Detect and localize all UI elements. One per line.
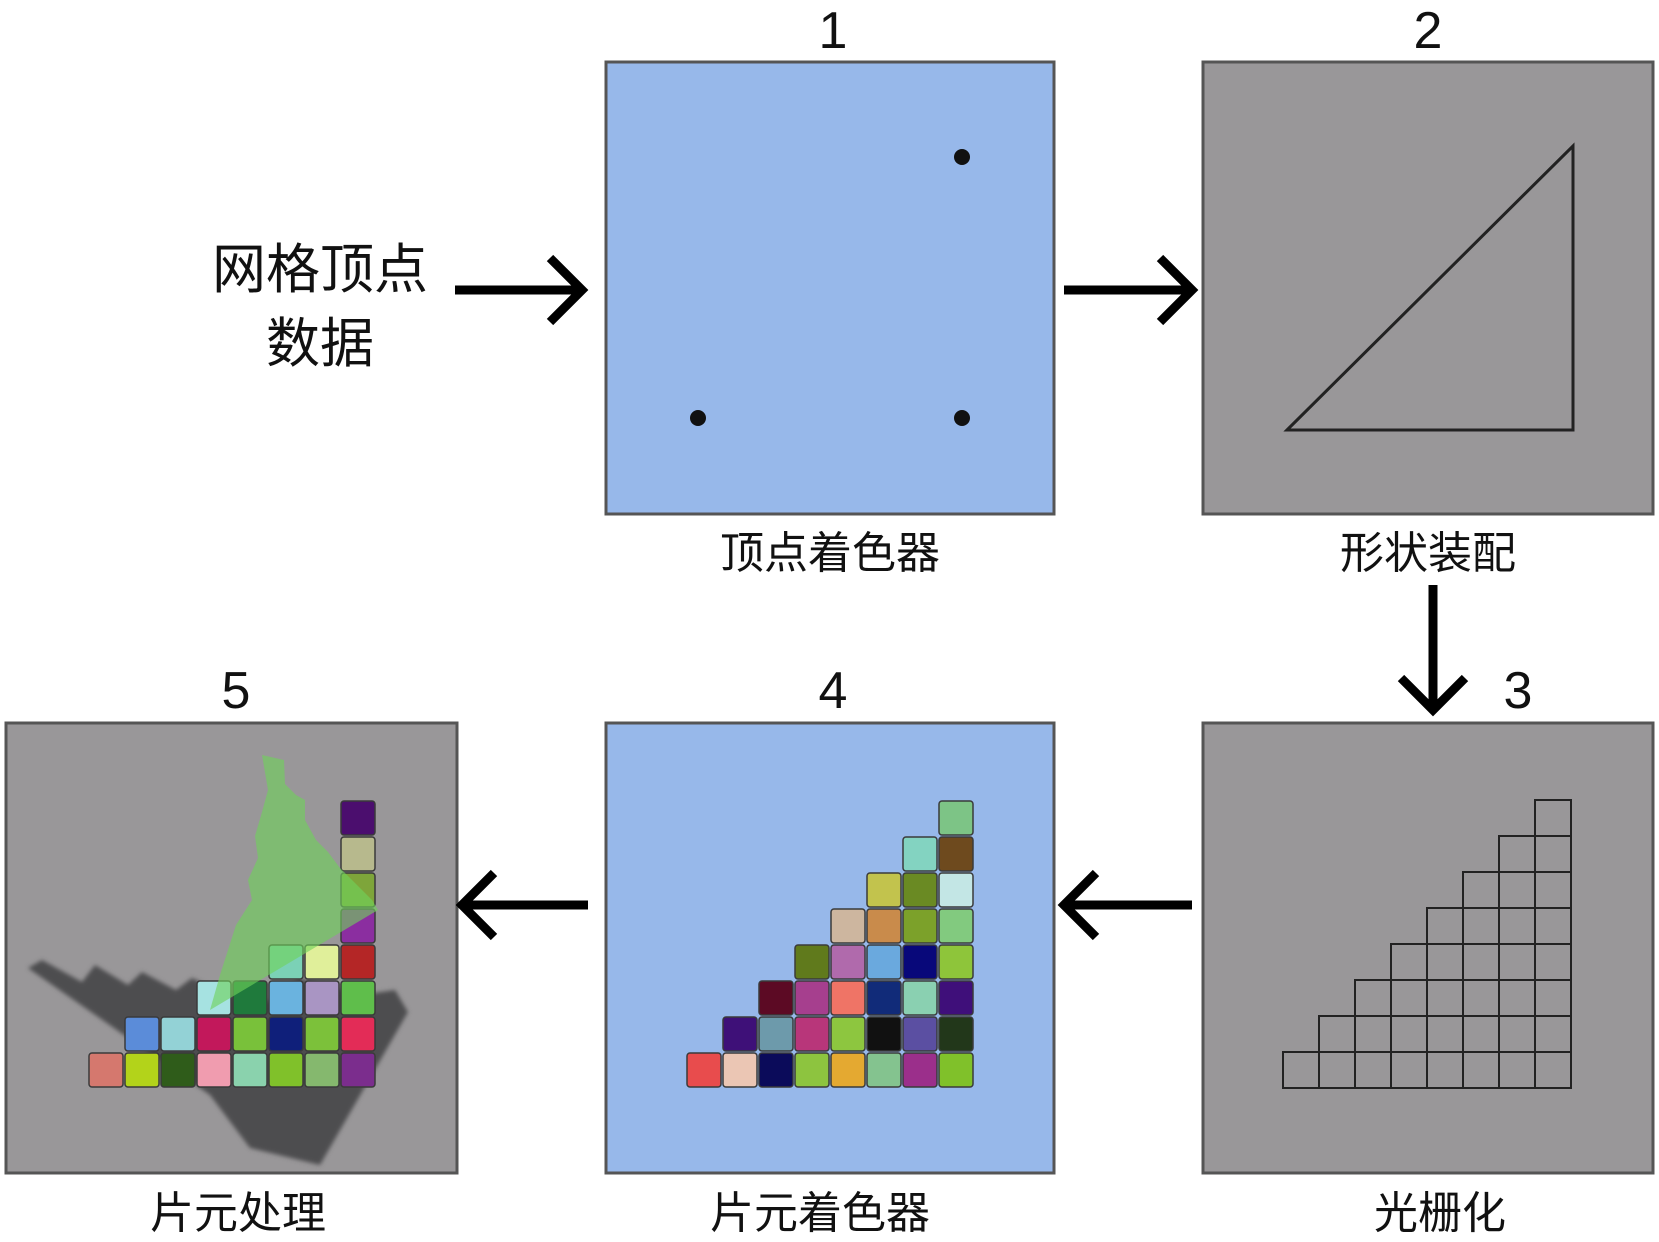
stage-caption-3: 光栅化	[1374, 1188, 1506, 1239]
fragment-cell	[866, 872, 902, 908]
fragment-cell	[758, 1016, 794, 1052]
vertex-point	[954, 410, 970, 426]
processed-cell	[340, 1052, 376, 1088]
fragment-shader-panel	[604, 721, 1056, 1175]
stage-caption-1: 顶点着色器	[720, 528, 940, 579]
processed-cell	[268, 1052, 304, 1088]
fragment-cell	[866, 908, 902, 944]
vertex-point	[690, 410, 706, 426]
fragment-cell	[866, 1052, 902, 1088]
processed-cell	[304, 1016, 340, 1052]
processed-cell	[124, 1016, 160, 1052]
fragment-cell	[902, 980, 938, 1016]
fragment-cell	[938, 836, 974, 872]
arrow-stage4-to-stage5	[455, 869, 588, 941]
stage-caption-4: 片元着色器	[710, 1188, 930, 1239]
processed-cell	[340, 1016, 376, 1052]
fragment-cell	[794, 1016, 830, 1052]
fragment-cell	[902, 1052, 938, 1088]
fragment-cell	[866, 980, 902, 1016]
fragment-cell	[830, 908, 866, 944]
shape-assembly-panel	[1201, 60, 1655, 516]
processed-cell	[160, 1016, 196, 1052]
fragment-cell	[794, 1052, 830, 1088]
panel-background	[604, 60, 1056, 516]
fragment-cell	[938, 800, 974, 836]
processed-cell	[232, 1052, 268, 1088]
fragment-cell	[758, 980, 794, 1016]
assembled-triangle	[1283, 142, 1575, 432]
fragment-cell	[830, 980, 866, 1016]
arrow-stage1-to-stage2	[1064, 254, 1199, 326]
fragment-cell	[902, 944, 938, 980]
arrow-stage3-to-stage4	[1057, 869, 1192, 941]
panel-background	[604, 721, 1056, 1175]
fragment-cell	[830, 1052, 866, 1088]
fragment-cell	[902, 872, 938, 908]
input-label-line2: 数据	[266, 312, 374, 375]
processed-cell	[340, 800, 376, 836]
processed-cell	[196, 1016, 232, 1052]
fragment-cell	[938, 908, 974, 944]
processed-cell	[88, 1052, 124, 1088]
raster-grid	[1282, 799, 1572, 1089]
fragment-cell	[722, 1052, 758, 1088]
processed-cell	[268, 1016, 304, 1052]
stage-caption-2: 形状装配	[1340, 528, 1516, 579]
processed-cell	[160, 1052, 196, 1088]
arrow-input-to-stage1	[455, 254, 589, 326]
rasterization-panel	[1201, 721, 1655, 1175]
processed-cell	[304, 1052, 340, 1088]
processed-cell	[340, 980, 376, 1016]
processed-cell	[232, 1016, 268, 1052]
fragment-cell	[794, 980, 830, 1016]
processed-cell	[196, 1052, 232, 1088]
stage-number-5: 5	[222, 662, 251, 720]
fragment-cell	[902, 1016, 938, 1052]
fragment-cell	[902, 908, 938, 944]
processed-cell	[268, 980, 304, 1016]
fragment-cell	[938, 980, 974, 1016]
fragment-cell	[758, 1052, 794, 1088]
vertex-shader-panel	[604, 60, 1056, 516]
arrow-stage2-to-stage3	[1397, 585, 1469, 717]
fragment-processing-panel	[4, 721, 459, 1175]
fragment-cell	[938, 1052, 974, 1088]
input-label-line1: 网格顶点	[212, 238, 428, 301]
stage-number-1: 1	[819, 2, 848, 60]
fragment-cell	[866, 944, 902, 980]
fragment-cell	[686, 1052, 722, 1088]
processed-cell	[340, 944, 376, 980]
shaded-fragments	[686, 800, 974, 1088]
fragment-cell	[938, 872, 974, 908]
fragment-cell	[830, 944, 866, 980]
fragment-cell	[902, 836, 938, 872]
fragment-cell	[866, 1016, 902, 1052]
processed-cell	[340, 836, 376, 872]
processed-cell	[304, 980, 340, 1016]
fragment-cell	[938, 944, 974, 980]
stage-number-2: 2	[1414, 2, 1443, 60]
processed-cell	[304, 944, 340, 980]
fragment-cell	[722, 1016, 758, 1052]
fragment-cell	[794, 944, 830, 980]
fragment-cell	[830, 1016, 866, 1052]
vertex-point	[954, 149, 970, 165]
processed-cell	[124, 1052, 160, 1088]
stage-number-3: 3	[1504, 662, 1533, 720]
raster-cell	[1534, 1051, 1572, 1089]
overlapping-green-triangle	[210, 755, 378, 1010]
stage-caption-5: 片元处理	[150, 1188, 326, 1239]
fragment-cell	[938, 1016, 974, 1052]
stage-number-4: 4	[819, 662, 848, 720]
